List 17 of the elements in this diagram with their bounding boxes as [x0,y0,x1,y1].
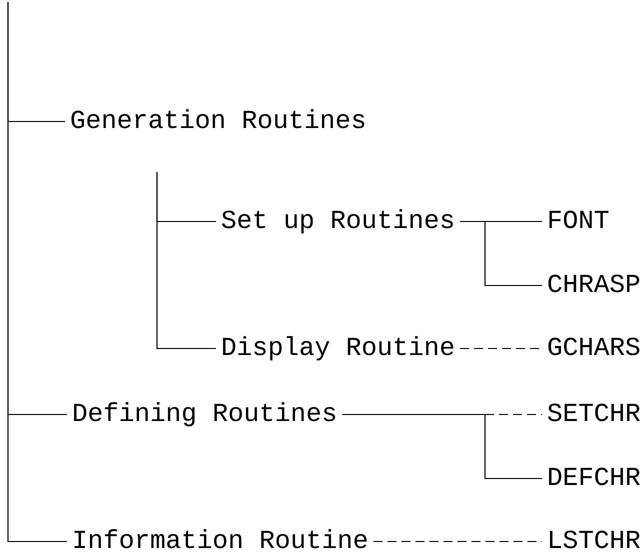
routine-label: CHRASP [548,274,640,292]
routine-label: LSTCHR [550,530,640,548]
tree-connector [156,172,216,350]
tree-connector [460,220,543,286]
tree-connector [373,540,542,542]
routine-label: SETCHR [548,404,640,422]
routine-label: Set up Routines [222,209,453,234]
routine-label: GCHARS [548,338,640,356]
routine-label: FONT [549,210,608,228]
routine-label: Generation Routines [71,109,364,128]
routine-label: DEFCHR [549,468,640,486]
tree-connector [460,348,542,350]
routine-label: Display Routine [223,336,454,360]
routine-label: Defining Routines [74,402,336,426]
tree-connector [342,414,543,480]
routine-label: Information Routine [74,529,367,548]
tree-connector [7,2,67,542]
